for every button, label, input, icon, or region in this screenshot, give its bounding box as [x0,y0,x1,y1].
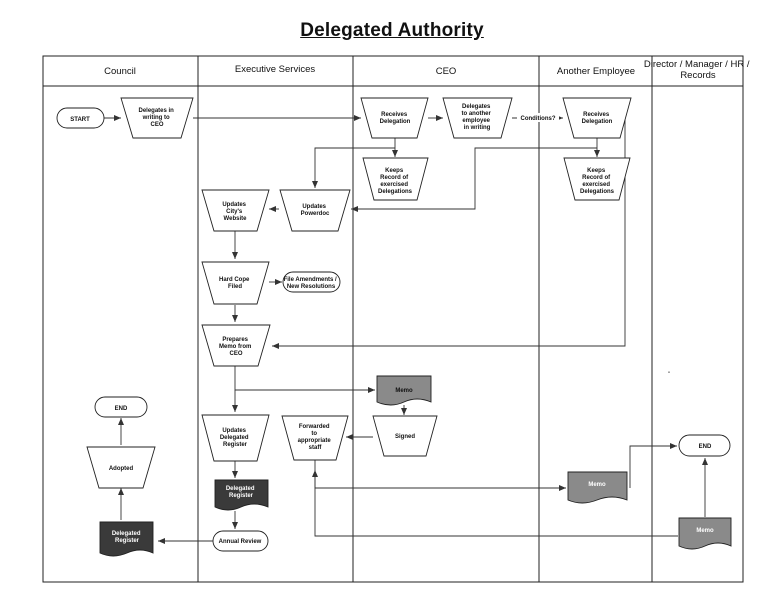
end-terminator-council: END [94,396,148,418]
ceo-receives-delegation-node: Receives Delegation [360,97,429,139]
lane-header-executive-services: Executive Services [235,64,316,75]
svg-text:Delegated Register: Delegated Register [112,531,142,544]
svg-text:Updates Powerdoc: Updates Powerdoc [301,204,330,217]
svg-text:Receives Delegation: Receives Delegation [380,112,411,125]
ceo-keeps-record-node: Keeps Record of exercised Delegations [362,157,429,201]
svg-text:Updates Delegated: Updates Delegated Register [220,428,250,448]
updates-website-node: Updates City's Website [201,189,270,232]
svg-text:Memo: Memo [696,528,714,534]
svg-text:Annual Review: Annual Review [219,539,262,545]
svg-text:Hard Cope Filed: Hard Cope Filed [219,277,251,290]
delegated-register-document-exec: Delegated Register [214,479,269,511]
svg-text:Memo: Memo [395,388,413,394]
svg-text:Keeps Record of ex: Keeps Record of exercised Delegations [378,168,413,195]
lane-header-director-manager-hr-records: Director / Manager / HR / Records [644,59,752,81]
conditions-label: Conditions? [517,113,559,122]
swimlane-frame [42,55,744,583]
adopted-node: Adopted [86,446,156,489]
prepares-memo-node: Prepares Memo from CEO [201,324,271,367]
delegates-in-writing-node: Delegates in writing to CEO [120,97,194,139]
svg-text:Updates City's Web: Updates City's Website [222,202,247,222]
updates-powerdoc-node: Updates Powerdoc [279,189,351,232]
svg-text:Memo: Memo [588,482,606,488]
svg-text:Delegates to another: Delegates to another employee in writing [461,104,492,131]
svg-text:START: START [70,117,90,123]
delegates-to-employee-node: Delegates to another employee in writing [442,97,513,139]
start-terminator: START [56,107,105,129]
svg-text:Receives Delegation: Receives Delegation [582,112,613,125]
memo-document-ceo: Memo [376,375,432,406]
lane-header-ceo: CEO [436,66,457,77]
memo-document-employee: Memo [567,471,628,504]
memo-document-director: Memo [678,517,732,550]
delegated-register-document-council: Delegated Register [99,521,154,557]
signed-node: Signed [372,415,438,457]
lane-header-council: Council [104,66,136,77]
employee-receives-delegation-node: Receives Delegation [562,97,632,139]
svg-text:Delegated Register: Delegated Register [226,486,256,499]
svg-text:Adopted: Adopted [109,466,134,472]
forwarded-node: Forwarded to appropriate staff [281,415,349,461]
svg-text:END: END [115,406,128,412]
svg-text:Delegates in writing to: Delegates in writing to CEO [138,108,175,128]
svg-text:Keeps Record of ex: Keeps Record of exercised Delegations [580,168,615,195]
lane-header-another-employee: Another Employee [557,66,635,77]
svg-text:File Amendments / New Re: File Amendments / New Resolutions [284,277,339,290]
svg-text:Signed: Signed [395,434,415,440]
end-terminator-director: END [678,434,731,457]
hard-copy-filed-node: Hard Cope Filed [201,261,270,305]
svg-text:Forwarded to appro: Forwarded to appropriate staff [298,424,333,451]
page-title: Delegated Authority [300,20,484,41]
file-amendments-node: File Amendments / New Resolutions [282,271,341,293]
annual-review-node: Annual Review [212,530,269,552]
updates-register-node: Updates Delegated Register [201,414,270,462]
stray-mark: - [668,370,670,376]
svg-text:Prepares Memo from: Prepares Memo from CEO [219,337,253,357]
employee-keeps-record-node: Keeps Record of exercised Delegations [563,157,631,201]
svg-text:Conditions?: Conditions? [521,116,556,122]
svg-text:END: END [699,444,712,450]
